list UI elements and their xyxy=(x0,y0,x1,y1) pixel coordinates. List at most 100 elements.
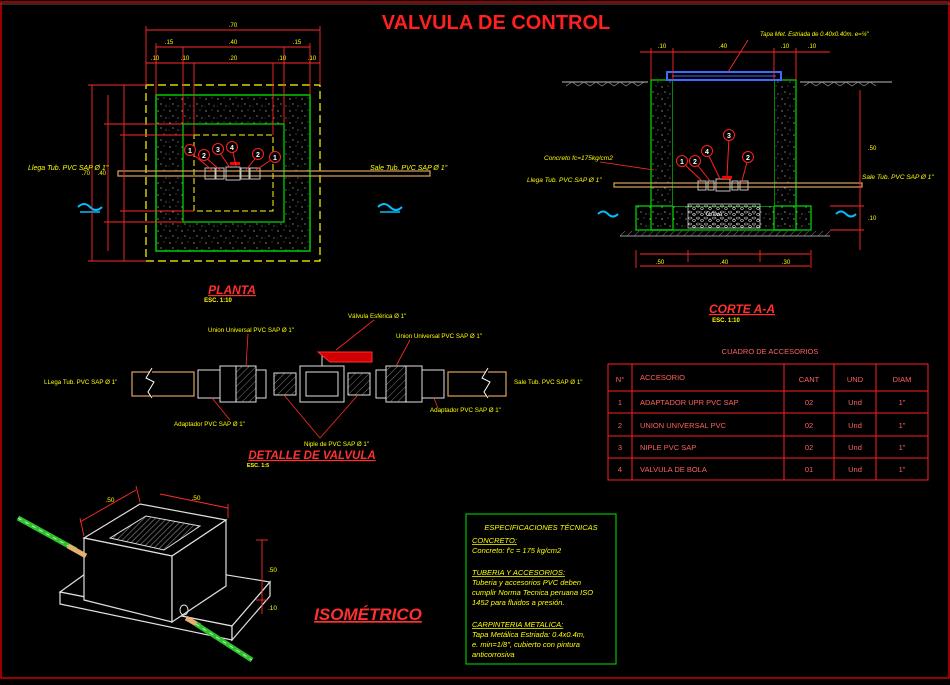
specs-concreto-heading: CONCRETO: xyxy=(472,536,517,545)
specs-tuberia-line-2: cumplir Norma Tecnica peruana ISO xyxy=(472,588,593,597)
table-cell-r3-cant: 02 xyxy=(805,443,813,452)
corte-callout-5: 3 xyxy=(727,133,731,140)
detalle-adapter-left-label: Adaptador PVC SAP Ø 1" xyxy=(174,421,245,428)
planta-callout-6: 1 xyxy=(273,155,277,162)
specs-title: ESPECIFICACIONES TÉCNICAS xyxy=(484,523,597,532)
planta-callouts xyxy=(184,141,281,171)
table-cell-r2-und: Und xyxy=(848,421,862,430)
planta-callout-4: 4 xyxy=(230,145,234,152)
table-header-cant: CANT xyxy=(799,375,820,384)
drawing-title: VALVULA DE CONTROL xyxy=(382,12,611,34)
planta-dim-mid-3: .15 xyxy=(293,40,302,46)
table-cell-r1-diam: 1" xyxy=(899,398,906,407)
corte-scale: ESC. 1:10 xyxy=(712,318,740,324)
corte-callout-3: 4 xyxy=(705,149,709,156)
table-header-n: N° xyxy=(616,375,624,384)
corte-outlet-label: Sale Tub. PVC SAP Ø 1" xyxy=(862,174,934,181)
corte-dim-bottom-2: .40 xyxy=(720,260,729,266)
iso-dim-a: .50 xyxy=(105,497,114,504)
corte-callouts xyxy=(676,129,754,182)
planta-callout-3: 3 xyxy=(216,147,220,154)
corte-dim-side-1: .50 xyxy=(868,146,877,152)
specs-concreto-line-1: Concreto: f'c = 175 kg/cm2 xyxy=(472,546,562,555)
planta-dim-low-5: .10 xyxy=(308,56,317,62)
planta-view: .70 .15 .40 .15 .10 .10 .20 .10 .10 .70 … xyxy=(28,23,448,304)
corte-title: CORTE A-A xyxy=(709,302,775,316)
iso-dim-h: .50 xyxy=(268,567,277,574)
corte-dim-bottom-3: .30 xyxy=(782,260,791,266)
detalle-scale: ESC. 1:5 xyxy=(247,463,269,469)
iso-title: ISOMÉTRICO xyxy=(314,605,422,624)
table-cell-r4-item: VALVULA DE BOLA xyxy=(640,465,707,474)
planta-scale: ESC. 1:10 xyxy=(204,298,232,304)
corte-dim-top-4: .10 xyxy=(808,44,817,50)
table-cell-r3-diam: 1" xyxy=(899,443,906,452)
planta-dim-mid-2: .40 xyxy=(229,40,238,46)
planta-outlet-label: Sale Tub. PVC SAP Ø 1" xyxy=(370,165,448,172)
table-cell-r4-cant: 01 xyxy=(805,465,813,474)
table-cell-r4-und: Und xyxy=(848,465,862,474)
table-cell-r2-cant: 02 xyxy=(805,421,813,430)
detalle-union-left-label: Union Universal PVC SAP Ø 1" xyxy=(208,327,294,334)
planta-callout-5: 2 xyxy=(256,152,260,159)
specs-tuberia-line-1: Tuberia y accesorios PVC deben xyxy=(472,578,581,587)
table-cell-r1-n: 1 xyxy=(618,398,622,407)
planta-dim-mid-1: .15 xyxy=(165,40,174,46)
table-cell-r3-n: 3 xyxy=(618,443,622,452)
corte-dim-side-2: .10 xyxy=(868,216,877,222)
table-cell-r2-item: UNION UNIVERSAL PVC xyxy=(640,421,727,430)
detalle-adapter-right-label: Adaptador PVC SAP Ø 1" xyxy=(430,407,501,414)
specs-box: ESPECIFICACIONES TÉCNICAS CONCRETO: Conc… xyxy=(465,513,617,665)
detalle-union-right-label: Union Universal PVC SAP Ø 1" xyxy=(396,333,482,340)
detalle-title: DETALLE DE VALVULA xyxy=(248,450,375,462)
table-cell-r2-n: 2 xyxy=(618,421,622,430)
specs-carpinteria-heading: CARPINTERIA METALICA: xyxy=(472,620,563,629)
corte-inlet-label: Llega Tub. PVC SAP Ø 1" xyxy=(527,177,602,184)
table-header-und: UND xyxy=(847,375,864,384)
detalle-niple-label: Niple de PVC SAP Ø 1" xyxy=(304,441,369,448)
table-title: CUADRO DE ACCESORIOS xyxy=(722,347,819,356)
table-cell-r1-item: ADAPTADOR UPR PVC SAP xyxy=(640,398,739,407)
table-cell-r3-und: Und xyxy=(848,443,862,452)
corte-dim-top-1: .10 xyxy=(658,44,667,50)
planta-inlet-label: Llega Tub. PVC SAP Ø 1" xyxy=(28,165,109,172)
table-header-accesorio: ACCESORIO xyxy=(640,373,685,382)
iso-dim-base: .10 xyxy=(268,605,277,612)
corte-concreto-label: Concreto fc=175kg/cm2 xyxy=(544,155,613,162)
planta-dim-low-2: .10 xyxy=(181,56,190,62)
table-cell-r2-diam: 1" xyxy=(899,421,906,430)
planta-dim-top: .70 xyxy=(229,23,238,29)
specs-carpinteria-line-2: e. min=1/8", cubierto con pintura xyxy=(472,640,580,649)
corte-dim-top-2: .10 xyxy=(781,44,790,50)
detalle-valve-label: Válvula Esférica Ø 1" xyxy=(348,313,406,320)
corte-gravel-label: Grava xyxy=(706,212,723,218)
table-cell-r4-diam: 1" xyxy=(899,465,906,474)
corte-dim-top-3: .40 xyxy=(719,44,728,50)
corte-callout-1: 1 xyxy=(680,159,684,166)
planta-callout-2: 2 xyxy=(202,153,206,160)
table-cell-r3-item: NIPLE PVC SAP xyxy=(640,443,696,452)
planta-dim-low-3: .20 xyxy=(229,56,238,62)
corte-view: .10 .10 .40 .10 .50 .10 .50 .40 .30 Grav… xyxy=(527,32,934,324)
specs-carpinteria-line-1: Tapa Metálica Estriada: 0.4x0.4m, xyxy=(472,630,585,639)
planta-callout-1: 1 xyxy=(188,148,192,155)
specs-tuberia-line-3: 1452 para fluidos a presión. xyxy=(472,598,565,607)
planta-dim-low-1: .10 xyxy=(151,56,160,62)
detalle-outlet-label: Sale Tub. PVC SAP Ø 1" xyxy=(514,379,582,386)
isometric-view: .50 .50 .50 .10 ISOMÉTRICO xyxy=(16,485,422,663)
corte-dim-bottom-1: .50 xyxy=(656,260,665,266)
specs-tuberia-heading: TUBERIA Y ACCESORIOS: xyxy=(472,568,565,577)
corte-callout-2: 2 xyxy=(693,159,697,166)
detalle-view: Union Universal PVC SAP Ø 1" Válvula Esf… xyxy=(44,313,582,469)
planta-dim-low-4: .10 xyxy=(278,56,287,62)
planta-dim-left-mid: .40 xyxy=(98,171,107,177)
planta-dim-left-total: .70 xyxy=(82,171,91,177)
table-header-diam: DIAM xyxy=(893,375,912,384)
planta-title: PLANTA xyxy=(208,283,256,297)
iso-dim-b: .50 xyxy=(191,495,200,502)
table-cell-r1-cant: 02 xyxy=(805,398,813,407)
detalle-inlet-label: LLega Tub. PVC SAP Ø 1" xyxy=(44,379,117,386)
